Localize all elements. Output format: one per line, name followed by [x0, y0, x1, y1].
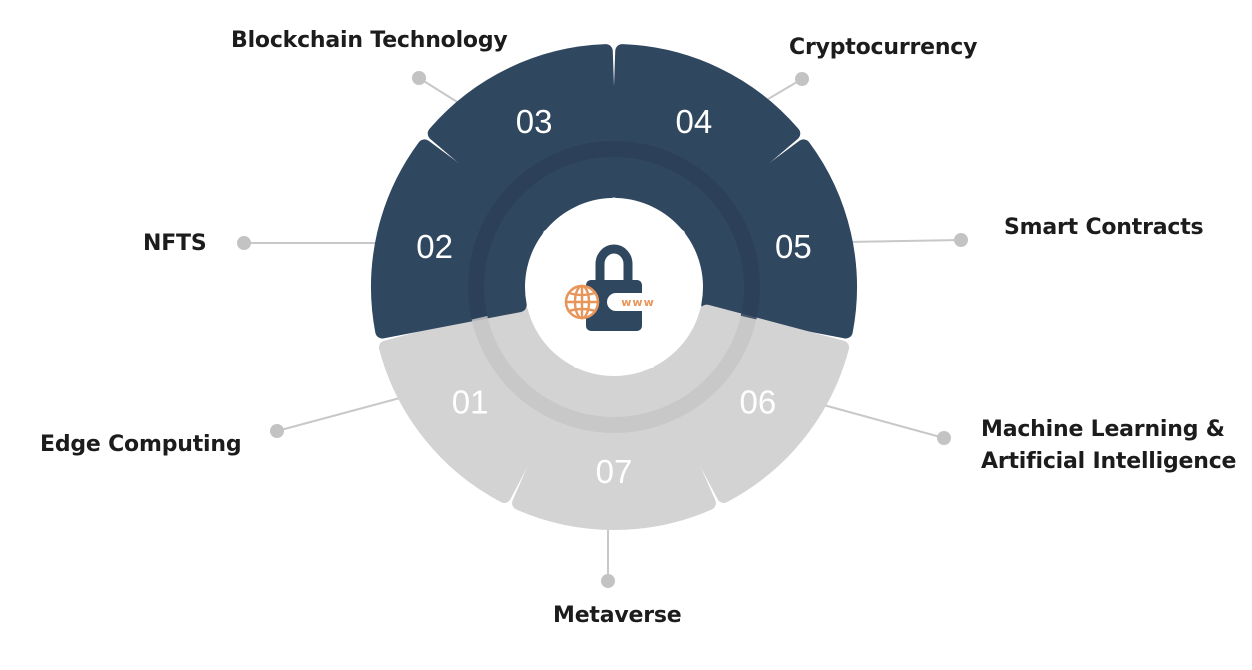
segment-number-06: 06	[739, 384, 776, 421]
segment-01	[378, 304, 577, 503]
label-smart-contracts: Smart Contracts	[1004, 215, 1204, 240]
globe-icon	[564, 284, 600, 320]
leader-dot-03	[412, 71, 426, 85]
label-machine-learning-ai: Machine Learning & Artificial Intelligen…	[981, 417, 1237, 474]
segment-number-07: 07	[596, 453, 633, 490]
inner-ring-arc-05	[715, 195, 760, 320]
segment-number-03: 03	[516, 103, 553, 140]
label-cryptocurrency: Cryptocurrency	[789, 35, 978, 60]
label-edge-computing: Edge Computing	[40, 432, 242, 457]
inner-ring-arc-07	[550, 404, 678, 433]
leader-dot-01	[270, 424, 284, 438]
leader-line-06	[819, 403, 945, 439]
segment-number-05: 05	[775, 228, 812, 265]
segment-03	[427, 44, 618, 232]
www-text: www	[621, 296, 655, 309]
inner-ring	[468, 141, 760, 433]
label-metaverse: Metaverse	[553, 603, 682, 628]
leader-dot-06	[937, 431, 951, 445]
segment-05	[684, 139, 857, 339]
www-tag-icon	[607, 293, 668, 311]
segment-numbers: 01 02 03 04 05 06 07	[416, 103, 811, 490]
leader-dot-02	[237, 236, 251, 250]
segment-06	[651, 304, 850, 503]
segment-number-02: 02	[416, 228, 453, 265]
leader-line-01	[276, 397, 401, 432]
lock-www-icon: www	[564, 244, 668, 331]
inner-ring-arc-03	[499, 141, 615, 207]
inner-ring-arc-02	[468, 195, 513, 320]
label-nfts: NFTS	[143, 231, 207, 256]
segment-04	[610, 44, 801, 232]
inner-ring-arc-01	[471, 315, 558, 419]
leader-dot-07	[601, 574, 615, 588]
segment-number-01: 01	[452, 384, 489, 421]
segment-02	[371, 139, 544, 339]
inner-ring-arc-04	[613, 141, 729, 207]
inner-ring-arc-06	[670, 315, 757, 419]
leader-line-05	[845, 239, 962, 243]
leader-dot-05	[954, 233, 968, 247]
lock-shackle-icon	[595, 244, 633, 287]
segment-number-04: 04	[675, 103, 712, 140]
label-blockchain-technology: Blockchain Technology	[231, 28, 508, 53]
leader-dot-04	[795, 72, 809, 86]
